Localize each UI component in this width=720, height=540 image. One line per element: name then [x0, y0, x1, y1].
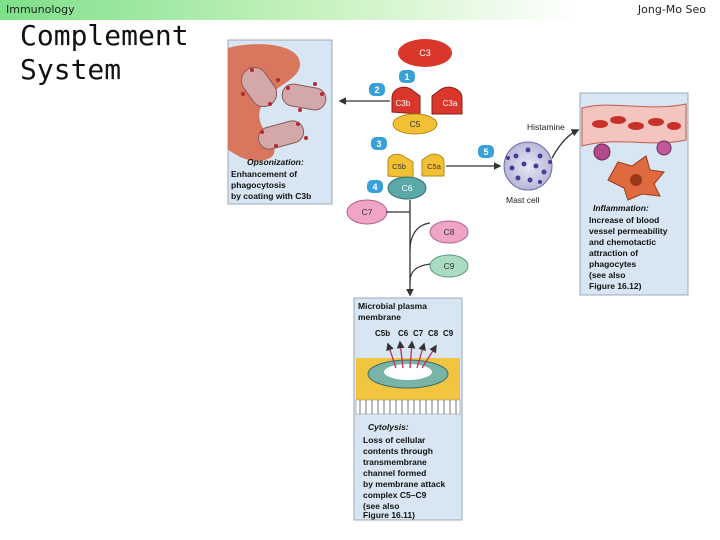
inflammation-title: Inflammation:: [593, 203, 649, 213]
cytolysis-title: Cytolysis:: [368, 422, 409, 432]
step-4-label: 4: [372, 182, 377, 192]
c5-protein: C5: [392, 113, 438, 135]
c6-protein: C6: [387, 176, 427, 200]
step-2-label: 2: [374, 85, 379, 95]
bacteria-1: [240, 66, 280, 108]
opsonization-line-1: Enhancement of: [231, 169, 297, 179]
lipid-tails: [359, 400, 457, 414]
bacteria-2: [281, 82, 327, 112]
membrane-title-1: Microbial plasma: [358, 301, 427, 311]
mac-insertion-arrows: [386, 340, 437, 369]
c3b-label: C3b: [396, 99, 411, 108]
c3b-protein: C3b: [391, 86, 421, 115]
cytolysis-line-4: channel formed: [363, 468, 426, 478]
c5b-label: C5b: [392, 162, 406, 171]
c3-protein: C3: [398, 39, 452, 67]
c3-label: C3: [419, 48, 431, 58]
mac-label-c9: C9: [443, 329, 454, 338]
mast-cell-label: Mast cell: [506, 195, 540, 205]
opsonization-panel: Opsonization: Enhancement of phagocytosi…: [227, 39, 333, 205]
step-4-badge: 4: [367, 180, 383, 193]
mac-label-c5b: C5b: [375, 329, 390, 338]
bacteria-3: [257, 120, 308, 150]
c9-join-line: [409, 263, 431, 283]
c5a-protein: C5a: [421, 153, 445, 177]
mac-label-c7: C7: [413, 329, 424, 338]
opsonization-line-2: phagocytosis: [231, 180, 286, 190]
cytolysis-line-3: transmembrane: [363, 457, 427, 467]
c5-label: C5: [410, 119, 421, 129]
title-line-1: Complement: [20, 19, 189, 52]
inflammation-line-5: phagocytes: [589, 259, 637, 269]
c9-protein: C9: [429, 254, 469, 278]
mast-cell: [503, 141, 553, 191]
c3a-protein: C3a: [431, 86, 463, 115]
cytolysis-line-6: complex C5–C9: [363, 490, 427, 500]
mac-channel-pore: [384, 364, 432, 380]
mac-label-c8: C8: [428, 329, 439, 338]
inflammation-line-4: attraction of: [589, 248, 638, 258]
c5a-label: C5a: [427, 162, 442, 171]
c8-label: C8: [444, 227, 455, 237]
c7-protein: C7: [346, 199, 388, 225]
c5b-protein: C5b: [387, 153, 414, 179]
header-bar: [0, 0, 720, 20]
title-line-2: System: [20, 53, 122, 86]
cytolysis-line-5: by membrane attack: [363, 479, 445, 489]
cytolysis-line-7: (see also: [363, 501, 399, 511]
step-5-label: 5: [483, 147, 488, 157]
c9-label: C9: [444, 261, 455, 271]
inflammation-line-1: Increase of blood: [589, 215, 659, 225]
phagocyte-nucleus: [630, 174, 642, 186]
inflammation-line-2: vessel permeability: [589, 226, 668, 236]
cytolysis-panel: Microbial plasma membrane C5b C6 C7 C8 C…: [353, 297, 463, 521]
step-3-badge: 3: [371, 137, 387, 150]
opsonization-line-3: by coating with C3b: [231, 191, 311, 201]
step-5-badge: 5: [478, 145, 494, 158]
c6-label: C6: [402, 183, 413, 193]
cytolysis-line-1: Loss of cellular: [363, 435, 426, 445]
step-2-badge: 2: [369, 83, 385, 96]
cytolysis-line-2: contents through: [363, 446, 433, 456]
c8-join-line: [409, 222, 431, 251]
c8-protein: C8: [429, 220, 469, 244]
inflammation-line-7: Figure 16.12): [589, 281, 642, 291]
membrane-title-2: membrane: [358, 312, 401, 322]
slide-title: Complement System: [20, 19, 220, 87]
inflammation-panel: Inflammation: Increase of blood vessel p…: [579, 92, 689, 296]
step-1-label: 1: [404, 72, 409, 82]
phagocyte-small-2: [656, 140, 672, 156]
inflammation-line-3: and chemotactic: [589, 237, 656, 247]
histamine-label: Histamine: [527, 122, 565, 132]
c3a-label: C3a: [443, 99, 458, 108]
course-name: Immunology: [6, 3, 75, 16]
phagocyte-small-1: [593, 143, 611, 161]
step-3-label: 3: [376, 139, 381, 149]
author-name: Jong-Mo Seo: [637, 3, 706, 16]
c7-label: C7: [362, 207, 373, 217]
inflammation-line-6: (see also: [589, 270, 625, 280]
step-1-badge: 1: [399, 70, 415, 83]
arrow-to-inflammation: [551, 129, 580, 159]
mac-label-c6: C6: [398, 329, 409, 338]
cytolysis-line-8: Figure 16.11): [363, 510, 415, 520]
opsonization-title: Opsonization:: [247, 157, 304, 167]
